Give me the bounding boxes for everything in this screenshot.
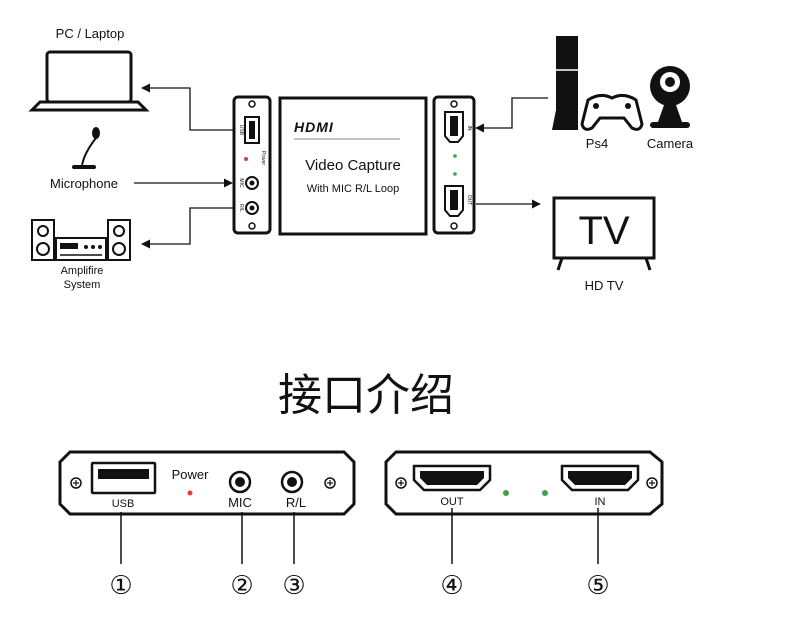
tv-icon [552, 196, 656, 271]
usb-to-pc-arrow [141, 83, 234, 131]
laptop-icon [28, 50, 150, 112]
screw-icon [646, 477, 658, 489]
microphone-label: Microphone [50, 176, 118, 191]
power-label: Power [172, 467, 210, 482]
ps4-to-box-arrow [475, 97, 548, 133]
ps4-icon [552, 36, 644, 131]
microphone-icon [72, 127, 100, 169]
capture-front: HDMI Video Capture With MIC R/L Loop [278, 96, 428, 236]
capture-subtitle: With MIC R/L Loop [307, 183, 400, 195]
screw-icon [395, 477, 407, 489]
connection-lines [134, 83, 548, 249]
hdmi-out-port-icon [412, 464, 492, 492]
screw-icon [324, 477, 336, 489]
right-interface-panel: OUT IN [384, 450, 664, 516]
panel-usb-label: USB [238, 125, 244, 136]
rl-jack-icon [280, 470, 304, 494]
panel-power-label: Power [260, 151, 266, 166]
hdtv-label: HD TV [585, 278, 624, 293]
status-led-icon [542, 490, 548, 496]
rl-to-amplifier-arrow [141, 207, 234, 249]
panel-rl-label: R/L [238, 204, 244, 212]
callout-lines [120, 508, 599, 564]
panel-out-label: OUT [466, 195, 472, 206]
out-label: OUT [440, 496, 464, 508]
tv-screen-text: TV [578, 209, 629, 253]
hdmi-in-port-icon [560, 464, 640, 492]
panel-in-label: IN [466, 126, 472, 131]
usb-label: USB [112, 498, 135, 510]
capture-title: Video Capture [305, 157, 401, 174]
power-led-icon [187, 490, 193, 496]
section-title: 接口介绍 [278, 370, 454, 421]
camera-label: Camera [647, 136, 694, 151]
callout-5: ⑤ [586, 571, 609, 601]
hdmi-logo: HDMI [294, 119, 334, 135]
capture-left-panel: USB Power MIC R/L [232, 95, 272, 235]
camera-icon [650, 66, 690, 128]
pc-label: PC / Laptop [56, 26, 125, 41]
callout-3: ③ [282, 571, 305, 601]
status-led-icon [503, 490, 509, 496]
status-led-icon [453, 154, 457, 158]
status-led-icon [453, 172, 457, 176]
mic-jack-icon [228, 470, 252, 494]
amplifier-label-line2: System [64, 279, 101, 291]
left-interface-panel: USB Power MIC R/L [58, 450, 356, 516]
usb-port-icon [90, 461, 157, 495]
capture-right-panel: IN OUT [432, 95, 476, 235]
ps4-label: Ps4 [586, 136, 608, 151]
callout-2: ② [230, 571, 253, 601]
amplifier-label-line1: Amplifire [61, 265, 104, 277]
in-label: IN [595, 496, 606, 508]
rl-label: R/L [286, 495, 306, 510]
amplifier-icon [31, 219, 131, 261]
power-led-icon [244, 157, 248, 161]
screw-icon [70, 477, 82, 489]
callout-1: ① [109, 571, 132, 601]
mic-label: MIC [228, 495, 252, 510]
panel-mic-label: MIC [238, 178, 244, 188]
callout-4: ④ [440, 571, 463, 601]
